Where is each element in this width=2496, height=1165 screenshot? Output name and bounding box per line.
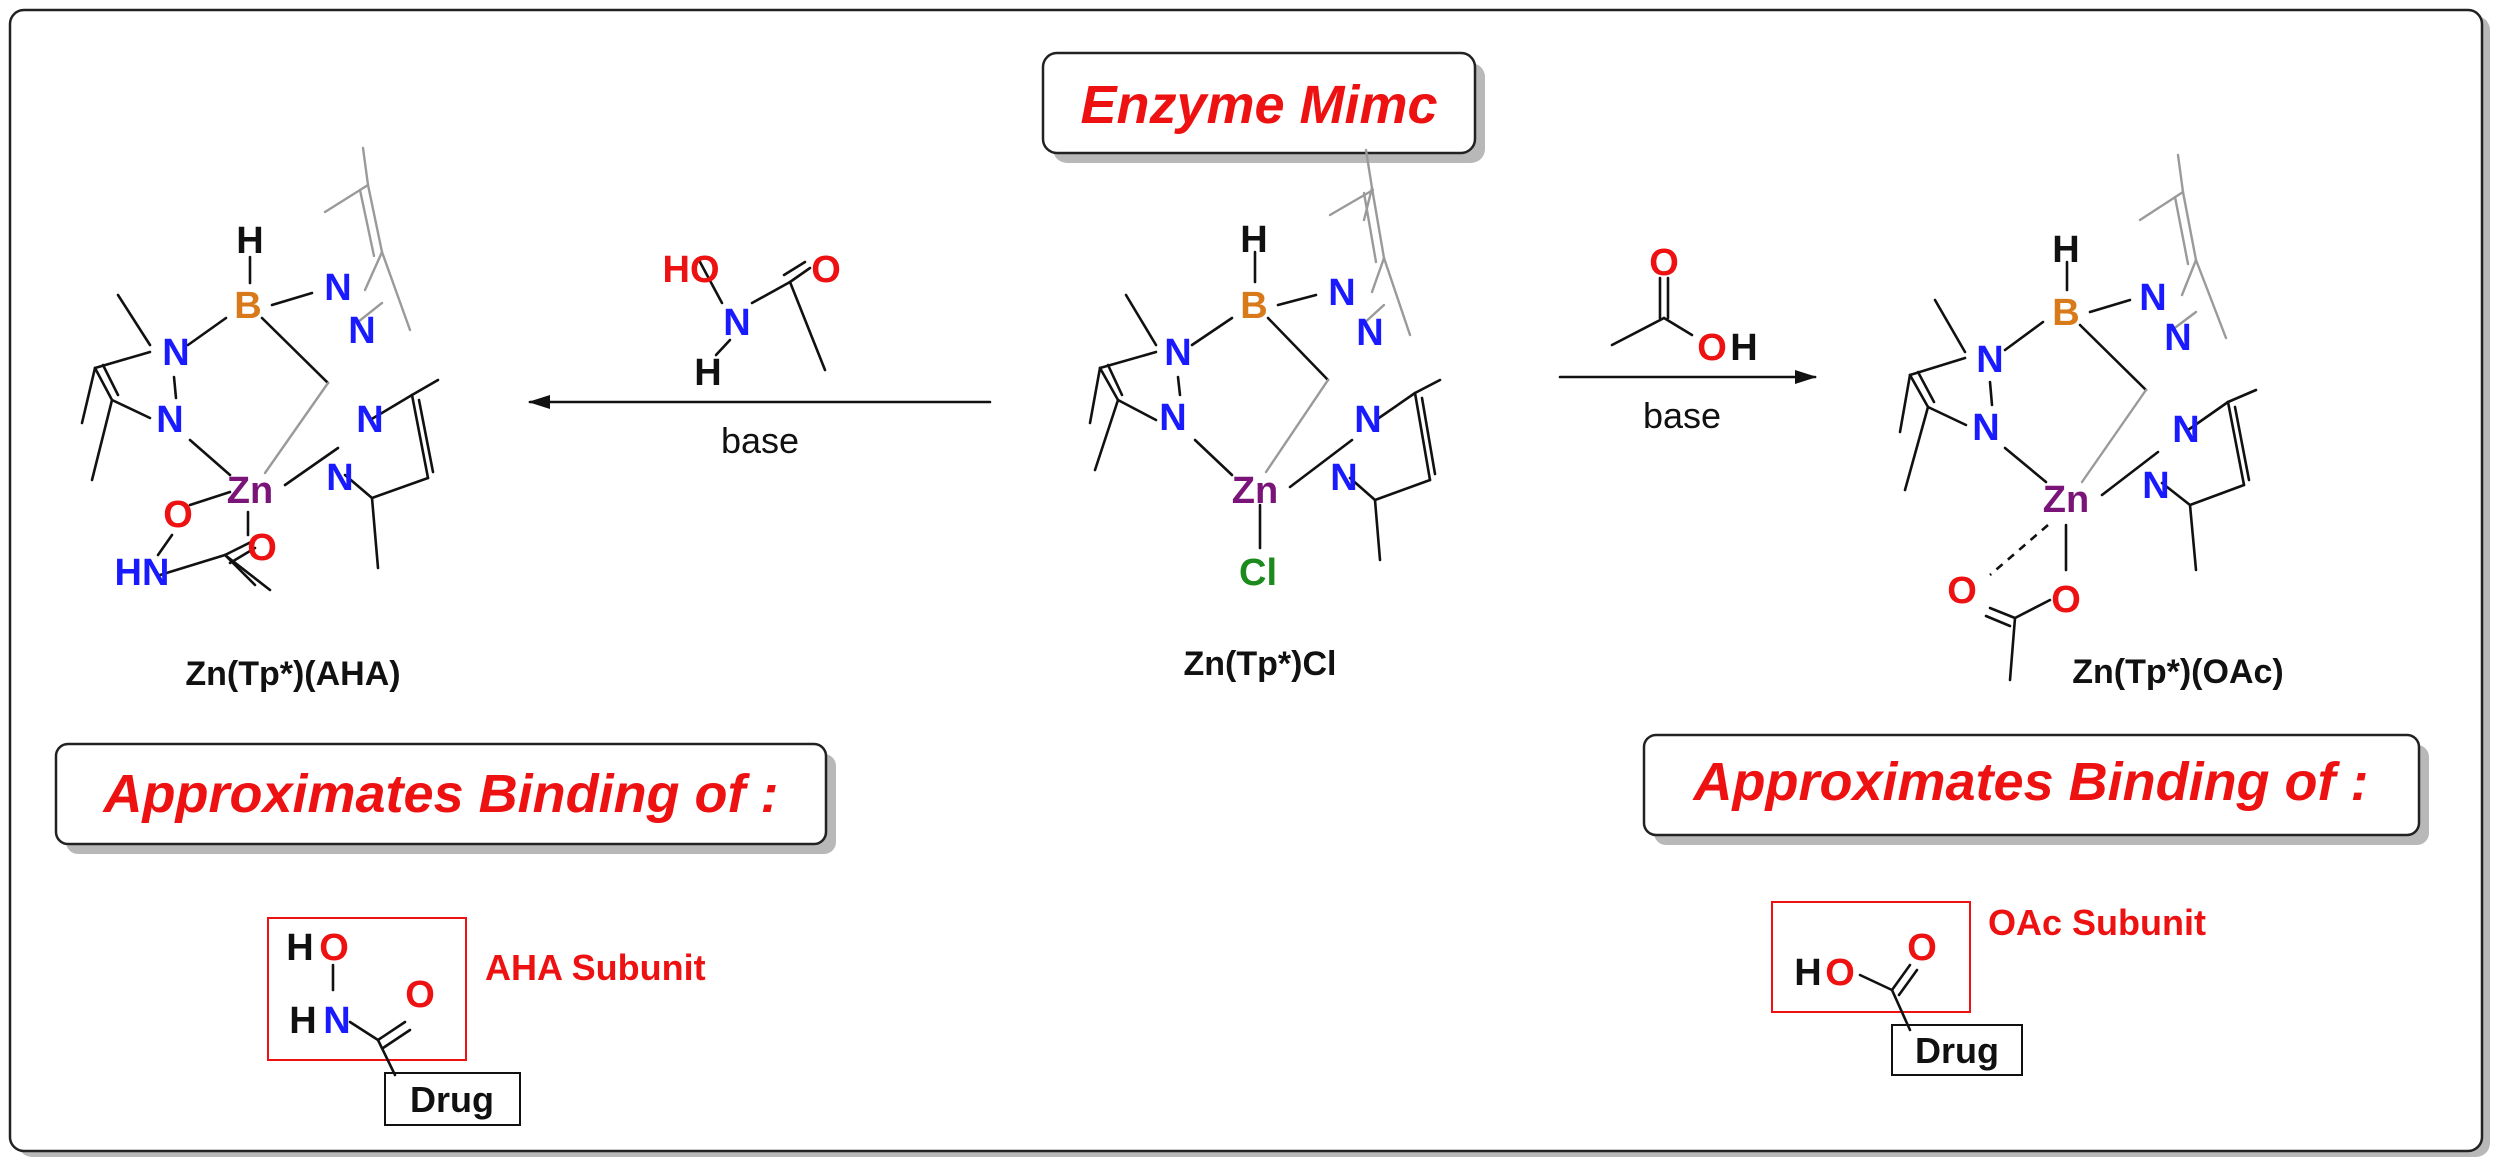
atom-n: N: [2172, 409, 2199, 451]
left-binding-panel: Approximates Binding of : H O H N O Drug…: [54, 742, 836, 1126]
atom-h: H: [2052, 229, 2079, 271]
atom-b: B: [234, 285, 261, 327]
atom-ho: HO: [663, 249, 720, 291]
atom-n: N: [1328, 272, 1355, 314]
atom-n: N: [162, 332, 189, 374]
atom-o: O: [319, 927, 349, 969]
atom-o: O: [1825, 952, 1855, 994]
atom-o: O: [163, 494, 193, 536]
atom-o: O: [2051, 579, 2081, 621]
atom-n: N: [324, 267, 351, 309]
compound-name-center: Zn(Tp*)Cl: [1184, 645, 1337, 683]
atom-h: H: [1240, 219, 1267, 261]
atom-n: N: [1164, 332, 1191, 374]
atom-n: N: [1972, 407, 1999, 449]
atom-n: N: [1356, 312, 1383, 354]
atom-zn: Zn: [1232, 470, 1278, 512]
atom-n: N: [323, 1000, 350, 1042]
atom-n: N: [1159, 397, 1186, 439]
atom-o: O: [247, 527, 277, 569]
compound-zn-tp-cl: H B N N N N N N Zn Cl Zn(Tp*)Cl: [1088, 148, 1442, 683]
atom-zn: Zn: [2043, 479, 2089, 521]
drug-label-left: Drug: [410, 1079, 494, 1120]
right-binding-panel: Approximates Binding of : H O O Drug OAc…: [1642, 733, 2429, 1076]
page-title: Enzyme Mimc: [1080, 75, 1437, 135]
atom-n: N: [156, 399, 183, 441]
atom-n: N: [723, 302, 750, 344]
aha-subunit-box: [267, 917, 467, 1061]
atom-o: O: [1697, 327, 1727, 369]
atom-o: O: [1907, 927, 1937, 969]
header-box: Enzyme Mimc: [1041, 51, 1485, 163]
compound-zn-tp-oac: H B N N N N N N Zn O O Zn(Tp*)(OAc): [1898, 153, 2284, 691]
compound-name-right: Zn(Tp*)(OAc): [2072, 653, 2284, 691]
left-panel-heading: Approximates Binding of :: [102, 764, 779, 824]
atom-zn: Zn: [227, 470, 273, 512]
atom-b: B: [2052, 292, 2079, 334]
drug-box-left: [384, 1072, 521, 1126]
atom-n: N: [1354, 399, 1381, 441]
atom-hn: HN: [115, 552, 170, 594]
oac-subunit-box: [1771, 901, 1971, 1013]
atom-h: H: [1730, 327, 1757, 369]
atom-b: B: [1240, 285, 1267, 327]
outer-frame: [8, 8, 2490, 1157]
aha-subunit-label: AHA Subunit: [485, 947, 706, 988]
atom-h: H: [236, 220, 263, 262]
atom-o: O: [1947, 570, 1977, 612]
reaction-condition-left: base: [721, 420, 799, 461]
compound-zn-tp-aha: H B N N N N N N Zn O O HN Zn(Tp*)(AHA): [80, 146, 440, 693]
atom-n: N: [326, 457, 353, 499]
atom-cl: Cl: [1239, 552, 1277, 594]
atom-n: N: [348, 310, 375, 352]
left-reaction: HO N H O base: [528, 249, 992, 461]
atom-n: N: [1976, 339, 2003, 381]
atom-h: H: [694, 352, 721, 394]
right-panel-heading: Approximates Binding of :: [1692, 752, 2369, 812]
atom-n: N: [2139, 277, 2166, 319]
atom-n: N: [2142, 465, 2169, 507]
right-reaction: O O H base: [1558, 242, 1817, 436]
drug-label-right: Drug: [1915, 1030, 1999, 1071]
atom-o: O: [1649, 242, 1679, 284]
atom-h: H: [289, 1000, 316, 1042]
compound-name-left: Zn(Tp*)(AHA): [185, 655, 400, 693]
atom-n: N: [2164, 317, 2191, 359]
reaction-condition-right: base: [1643, 395, 1721, 436]
atom-n: N: [356, 399, 383, 441]
atom-h: H: [286, 927, 313, 969]
atom-n: N: [1330, 457, 1357, 499]
atom-o: O: [811, 249, 841, 291]
drug-box-right: [1891, 1024, 2023, 1076]
atom-h: H: [1794, 952, 1821, 994]
atom-o: O: [405, 974, 435, 1016]
oac-subunit-label: OAc Subunit: [1988, 902, 2206, 943]
